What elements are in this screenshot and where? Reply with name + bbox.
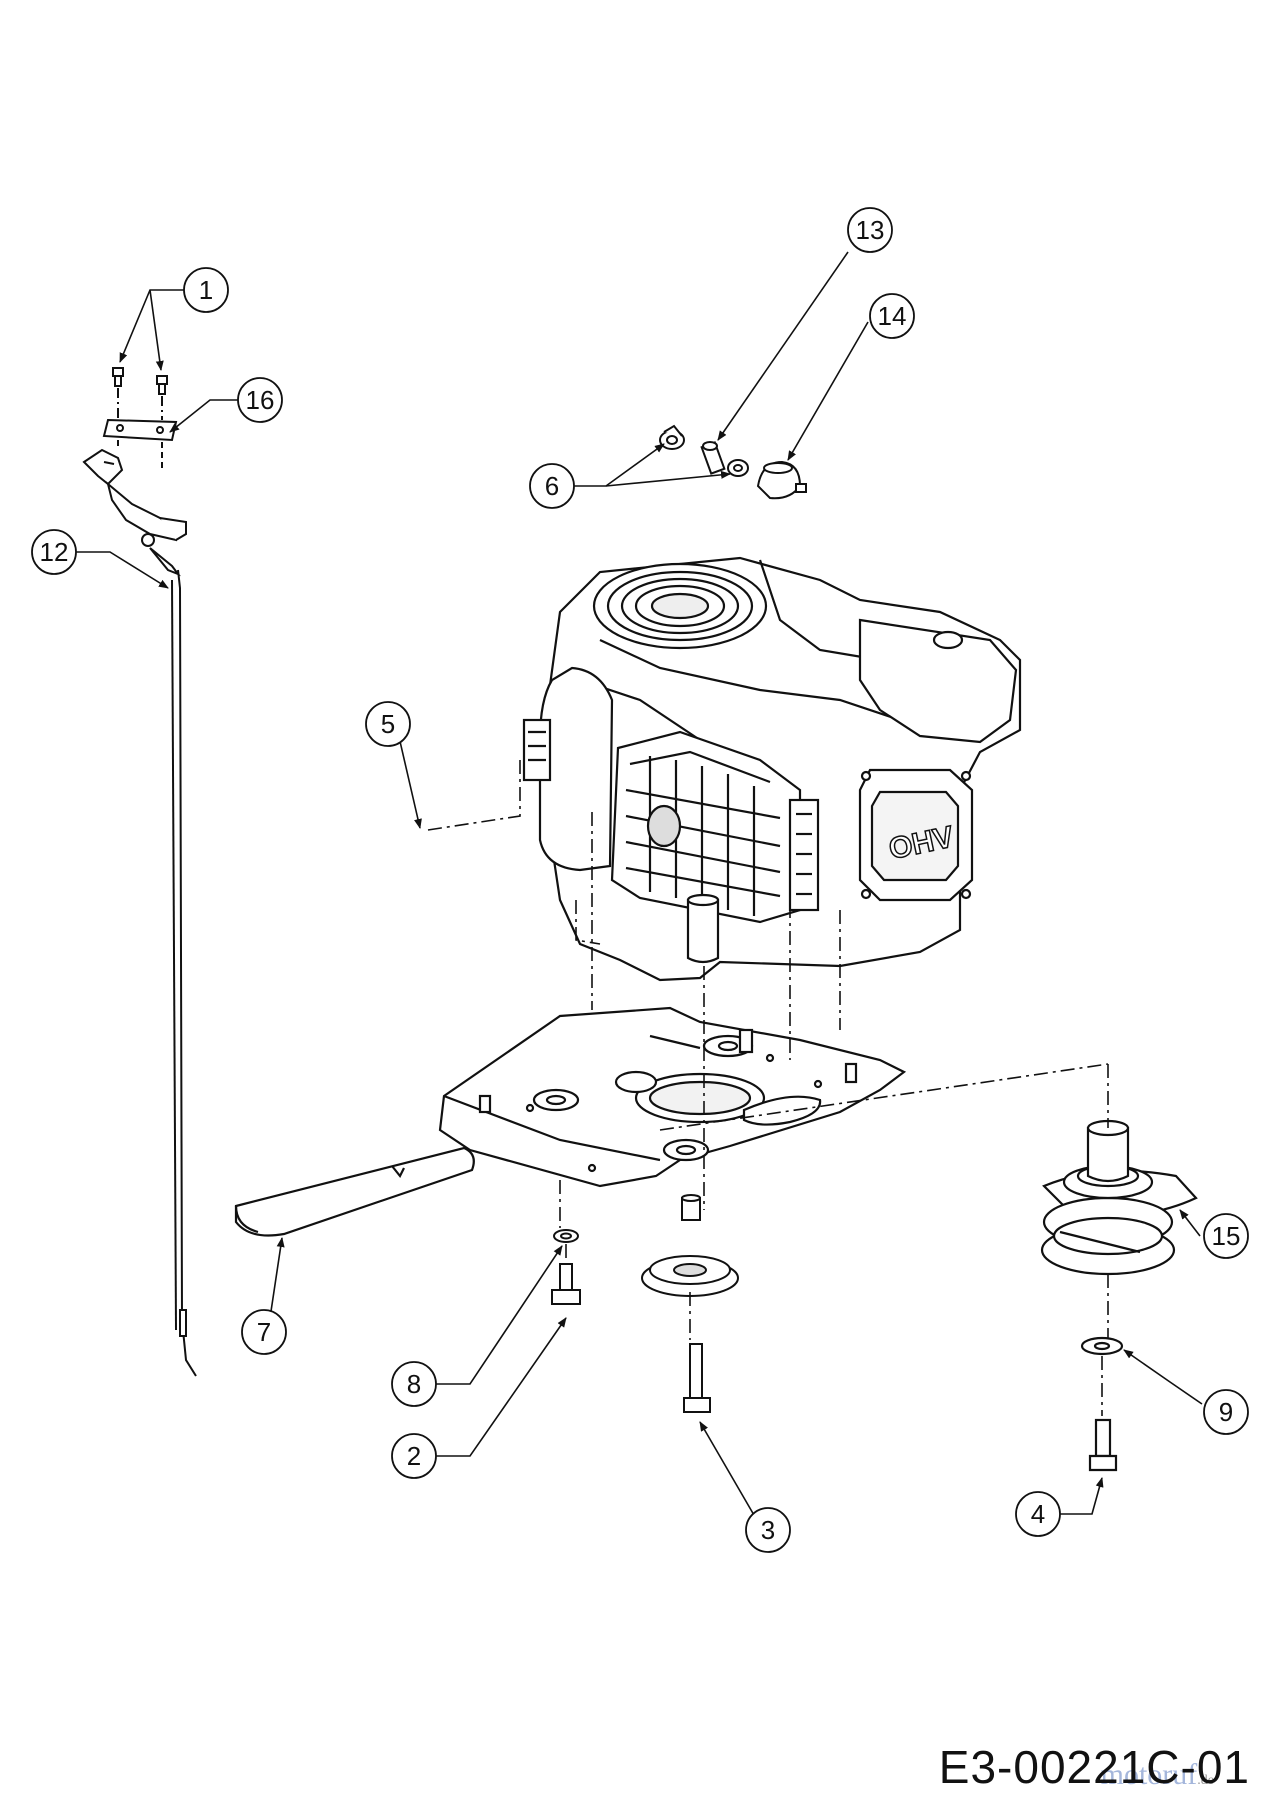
svg-text:13: 13 bbox=[856, 215, 885, 245]
bolt-3 bbox=[683, 1343, 711, 1413]
svg-text:16: 16 bbox=[246, 385, 275, 415]
svg-text:15: 15 bbox=[1212, 1221, 1241, 1251]
watermark-text: motoruf bbox=[1100, 1758, 1198, 1791]
engine: OHV bbox=[522, 556, 1022, 982]
deck-plate bbox=[438, 1006, 907, 1188]
callout-3: 3 bbox=[745, 1507, 791, 1553]
bolt-2 bbox=[551, 1263, 581, 1305]
callout-12: 12 bbox=[31, 529, 77, 575]
callout-5: 5 bbox=[365, 701, 411, 747]
chute bbox=[234, 1146, 475, 1237]
callout-9: 9 bbox=[1203, 1389, 1249, 1435]
mounting-plate bbox=[102, 418, 178, 442]
bolt-4 bbox=[1088, 1418, 1118, 1472]
callout-14: 14 bbox=[869, 293, 915, 339]
throttle-lever-assembly bbox=[82, 367, 197, 1377]
leader-lines bbox=[76, 251, 1203, 1523]
callout-1: 1 bbox=[183, 267, 229, 313]
callout-7: 7 bbox=[241, 1309, 287, 1355]
svg-text:4: 4 bbox=[1031, 1499, 1045, 1529]
throttle-cable bbox=[177, 569, 197, 1377]
callout-15: 15 bbox=[1203, 1213, 1249, 1259]
assembly-lines bbox=[427, 760, 1109, 1416]
svg-text:5: 5 bbox=[381, 709, 395, 739]
throttle-handle bbox=[82, 448, 124, 486]
valve-cover: OHV bbox=[858, 768, 974, 902]
callout-4: 4 bbox=[1015, 1491, 1061, 1537]
cap-14 bbox=[756, 460, 807, 500]
svg-text:3: 3 bbox=[761, 1515, 775, 1545]
callout-16: 16 bbox=[237, 377, 283, 423]
watermark-logo: motoruf.de bbox=[1101, 1758, 1214, 1792]
engine-pulley bbox=[1040, 1119, 1198, 1472]
svg-text:7: 7 bbox=[257, 1317, 271, 1347]
small-fittings bbox=[659, 424, 807, 500]
idler-pulley bbox=[641, 1255, 739, 1297]
callout-2: 2 bbox=[391, 1433, 437, 1479]
svg-text:2: 2 bbox=[407, 1441, 421, 1471]
callout-8: 8 bbox=[391, 1361, 437, 1407]
crankshaft bbox=[686, 898, 720, 964]
hardware-under-deck bbox=[551, 1194, 739, 1413]
tube-13 bbox=[700, 441, 726, 475]
svg-text:14: 14 bbox=[878, 301, 907, 331]
hose-clip-a bbox=[659, 424, 685, 450]
hose-clip-b bbox=[727, 459, 749, 477]
svg-text:9: 9 bbox=[1219, 1397, 1233, 1427]
svg-text:8: 8 bbox=[407, 1369, 421, 1399]
svg-text:1: 1 bbox=[199, 275, 213, 305]
screw-1b bbox=[156, 375, 168, 395]
muffler bbox=[610, 730, 820, 924]
svg-text:6: 6 bbox=[545, 471, 559, 501]
drawing-code: E3-00221C-01 bbox=[938, 1741, 1250, 1793]
watermark-suffix: .de bbox=[1197, 1773, 1214, 1788]
screw-1a bbox=[112, 367, 124, 387]
callout-13: 13 bbox=[847, 207, 893, 253]
svg-text:12: 12 bbox=[40, 537, 69, 567]
callout-6: 6 bbox=[529, 463, 575, 509]
